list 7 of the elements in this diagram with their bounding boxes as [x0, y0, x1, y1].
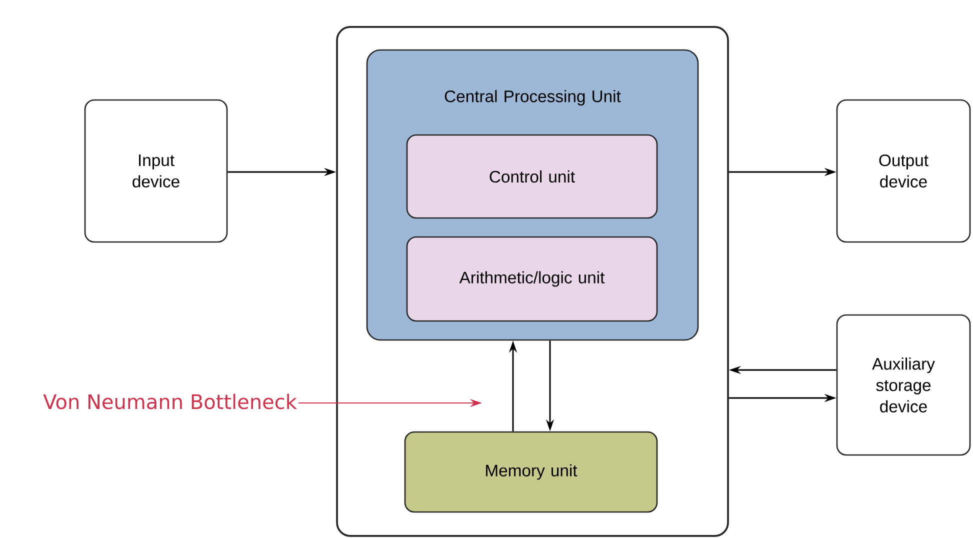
unit-box: Arithmetic/logic unit	[406, 236, 658, 322]
memory-box: Memory unit	[404, 431, 658, 513]
bottleneck-label: Von Neumann Bottleneck	[43, 394, 297, 410]
device-box: Auxiliary storage device	[836, 314, 971, 456]
device-box: Input device	[84, 99, 228, 243]
unit-box: Control unit	[406, 134, 658, 219]
device-box: Output device	[836, 99, 971, 243]
